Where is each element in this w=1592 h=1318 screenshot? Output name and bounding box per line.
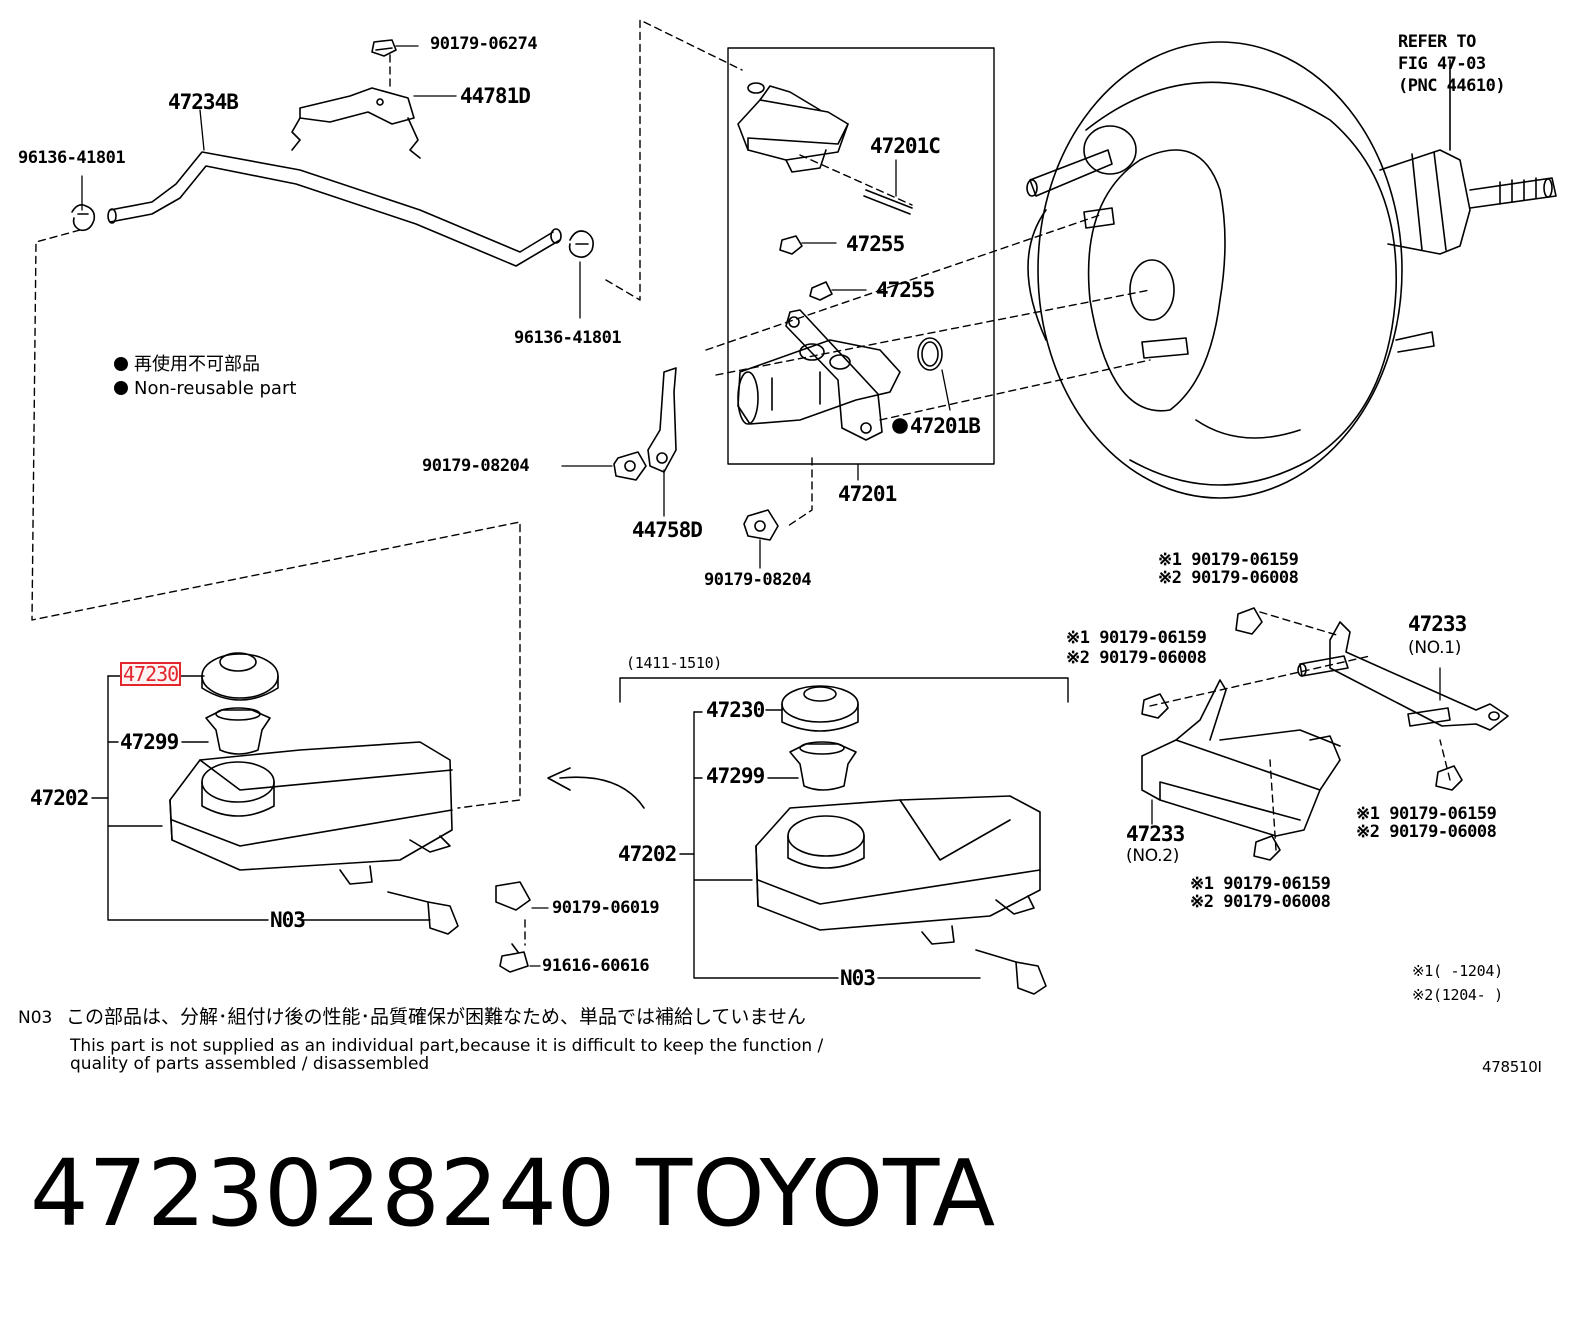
part-label-47230-right[interactable]: 47230: [706, 698, 765, 722]
part-label-47255-b[interactable]: 47255: [876, 278, 935, 302]
part-label-47201[interactable]: 47201: [838, 482, 897, 506]
n03-note-en-line2: quality of parts assembled / disassemble…: [70, 1054, 430, 1074]
part-label-96136-41801-right[interactable]: 96136-41801: [514, 328, 622, 348]
part-label-bolt-d1[interactable]: ※1 90179-06159: [1190, 874, 1331, 894]
part-label-90179-08204-a[interactable]: 90179-08204: [422, 456, 530, 476]
reservoir-cap-left: [201, 652, 279, 701]
nut-90179-08204-a: [613, 451, 647, 481]
part-label-47234b[interactable]: 47234B: [168, 90, 239, 114]
refer-note-line3[interactable]: (PNC 44610): [1398, 76, 1506, 96]
part-label-bolt-b2[interactable]: ※2 90179-06008: [1066, 648, 1207, 668]
n03-note-en-line1: This part is not supplied as an individu…: [70, 1036, 824, 1056]
nut-90179-08204-b: [743, 509, 779, 541]
part-label-47201c[interactable]: 47201C: [870, 134, 941, 158]
part-label-47202-left[interactable]: 47202: [30, 786, 89, 810]
assembly-arrow: [559, 776, 645, 809]
reservoir-tank-left: [169, 741, 453, 885]
n03-note-code: N03: [18, 1008, 53, 1028]
part-label-90179-08204-b[interactable]: 90179-08204: [704, 570, 812, 590]
part-label-bolt-a1[interactable]: ※1 90179-06159: [1158, 550, 1299, 570]
dashed-leader-lines: [31, 19, 1451, 946]
hose-47234b: [107, 151, 562, 267]
nut-90179-06274: [371, 39, 397, 57]
part-label-47255-a[interactable]: 47255: [846, 232, 905, 256]
grommet-47255-b: [809, 281, 833, 301]
master-cylinder-group-box: [727, 47, 995, 465]
part-label-47202-right[interactable]: 47202: [618, 842, 677, 866]
part-label-47230-selected[interactable]: 47230: [120, 662, 182, 686]
refer-note-line2: FIG 47-03: [1398, 54, 1486, 74]
label-no2: (NO.2): [1126, 846, 1180, 866]
part-label-90179-06019[interactable]: 90179-06019: [552, 898, 660, 918]
reservoir-tank-right: [755, 795, 1041, 945]
label-no1: (NO.1): [1408, 638, 1462, 658]
figure-code: 478510I: [1482, 1058, 1542, 1076]
part-label-n03-right[interactable]: N03: [840, 966, 876, 990]
part-label-bolt-b1[interactable]: ※1 90179-06159: [1066, 628, 1207, 648]
nonreusable-dot-47201b: [892, 418, 908, 434]
brake-booster: [1026, 41, 1557, 499]
hose-clamp-left: [71, 204, 96, 232]
part-label-bolt-c1[interactable]: ※1 90179-06159: [1356, 804, 1497, 824]
bullet-icon: [114, 357, 128, 371]
assembly-arrow-head: [547, 767, 571, 791]
bracket-44758d: [647, 367, 677, 473]
part-label-bolt-d2[interactable]: ※2 90179-06008: [1190, 892, 1331, 912]
clip-90179-06019: [495, 881, 531, 911]
legend-nonreusable-en: Non-reusable part: [114, 380, 296, 398]
legend-date-2: ※2(1204- ): [1412, 986, 1503, 1004]
refer-note-line1: REFER TO: [1398, 32, 1476, 52]
level-sensor-right: [975, 949, 1047, 995]
part-label-bolt-a2[interactable]: ※2 90179-06008: [1158, 568, 1299, 588]
legend-nonreusable-en-text: Non-reusable part: [134, 378, 297, 399]
strainer-left: [205, 707, 271, 755]
leader-lines: [81, 45, 1441, 967]
legend-nonreusable-jp-text: 再使用不可部品: [134, 354, 260, 375]
part-label-91616-60616[interactable]: 91616-60616: [542, 956, 650, 976]
part-label-96136-41801-left[interactable]: 96136-41801: [18, 148, 126, 168]
bracket-47233-no1: [1297, 621, 1509, 731]
part-label-47233-no1[interactable]: 47233: [1408, 612, 1467, 636]
part-label-44781d[interactable]: 44781D: [460, 84, 531, 108]
left-group-bracket: [91, 675, 431, 921]
part-number-title: 4723028240: [30, 1140, 616, 1247]
legend-date-1: ※1( -1204): [1412, 962, 1503, 980]
brand-title: TOYOTA: [636, 1140, 996, 1247]
part-label-47299-left[interactable]: 47299: [120, 730, 179, 754]
grommet-47255-a: [779, 235, 803, 255]
part-label-n03-left[interactable]: N03: [270, 908, 306, 932]
part-label-47201b[interactable]: 47201B: [910, 414, 981, 438]
strainer-right: [789, 741, 857, 791]
master-cylinder-47201: [737, 309, 901, 441]
date-range-bracket: [619, 677, 1069, 703]
part-label-bolt-c2[interactable]: ※2 90179-06008: [1356, 822, 1497, 842]
level-sensor-left: [387, 891, 459, 935]
nuts-47233: [1141, 607, 1463, 861]
o-ring-47201b: [917, 337, 943, 371]
screw-91616-60616: [499, 943, 529, 973]
part-label-47299-right[interactable]: 47299: [706, 764, 765, 788]
hose-clamp-right: [568, 230, 594, 258]
right-group-bracket: [679, 709, 981, 979]
bullet-icon: [114, 381, 128, 395]
pin-47201c: [863, 189, 913, 215]
n03-note-jp: この部品は、分解･組付け後の性能･品質確保が困難なため、単品では補給していません: [66, 1006, 806, 1028]
bracket-44781d: [291, 87, 421, 159]
legend-nonreusable-jp: 再使用不可部品: [114, 356, 260, 374]
date-range-label: (1411-1510): [626, 654, 723, 672]
bracket-47233-no2: [1141, 679, 1341, 837]
part-label-44758d[interactable]: 44758D: [632, 518, 703, 542]
reservoir-cap-right: [781, 685, 859, 732]
part-label-90179-06274[interactable]: 90179-06274: [430, 34, 538, 54]
connector-47201c: [737, 82, 849, 173]
part-label-47233-no2[interactable]: 47233: [1126, 822, 1185, 846]
